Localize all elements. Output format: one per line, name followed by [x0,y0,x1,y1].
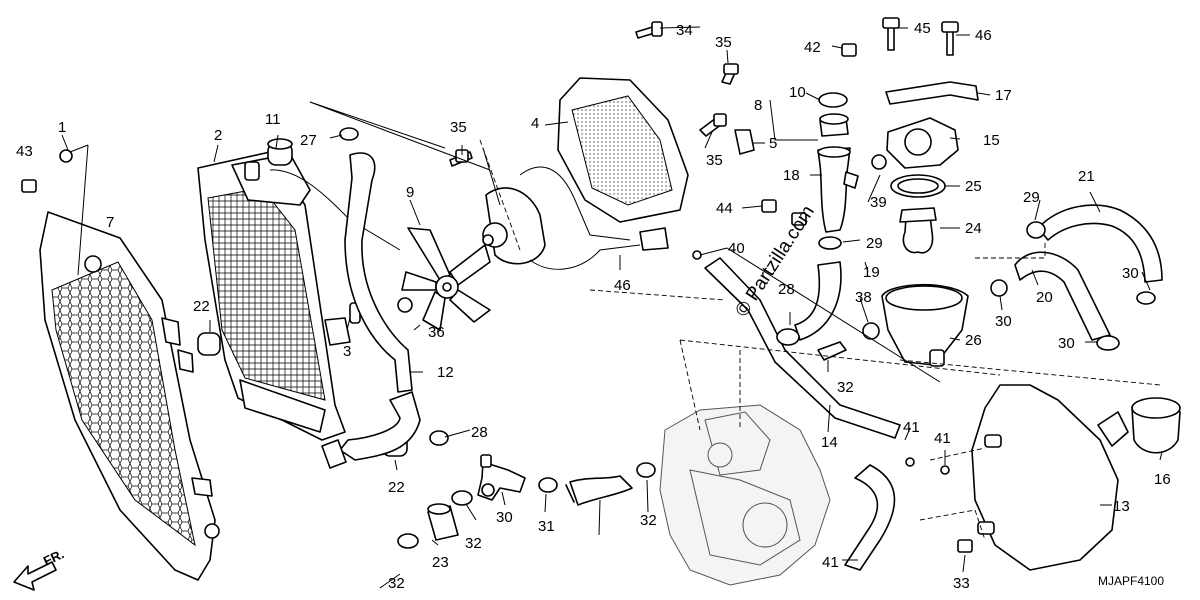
callout-30-b: 30 [1122,265,1139,282]
callout-2: 2 [214,127,222,144]
filler-neck [734,92,859,233]
callout-15: 15 [983,132,1000,149]
callout-12: 12 [437,364,454,381]
callout-35-c: 35 [706,152,723,169]
callout-6: 46 [614,277,631,294]
callout-16: 16 [1154,471,1171,488]
callout-35-b: 35 [715,34,732,51]
front-label: FR. [41,546,66,568]
callout-29-upper: 29 [866,235,883,252]
callout-32-d: 32 [388,575,405,592]
guide-lines [479,139,1161,541]
callout-20: 20 [1036,289,1053,306]
callout-41-c: 41 [934,430,951,447]
callout-11: 11 [265,111,281,128]
callout-28-upper: 27 [300,132,317,149]
callout-33: 32 [837,379,854,396]
bolts [21,17,973,553]
callout-21: 21 [1078,168,1095,185]
callout-44: 43 [16,143,33,160]
callout-41-a: 40 [728,240,745,257]
callout-30-c: 30 [995,313,1012,330]
callout-36: 35 [450,119,467,136]
callout-4: 4 [531,115,539,132]
callout-26: 25 [965,178,982,195]
engine-outline [659,404,831,586]
bypass-fittings [427,454,633,541]
fan-shroud-motor [482,77,689,270]
hose-clamps [339,127,656,549]
callout-14: 14 [821,434,838,451]
callout-32-b: 32 [640,512,657,529]
callout-46-b: 46 [975,27,992,44]
callout-8: 8 [754,97,762,114]
callout-28-lower: 28 [471,424,488,441]
callout-25: 24 [965,220,982,237]
coolant-hoses [704,204,1163,571]
callout-22-lower: 22 [388,479,405,496]
callout-5: 5 [769,135,777,152]
callout-41-b: 41 [903,419,920,436]
callout-17: 17 [995,87,1012,104]
callout-43: 42 [804,39,821,56]
callout-40: 39 [870,194,887,211]
reserve-tank [971,384,1181,571]
radiator-hose [321,152,421,469]
callout-29-lower: 28 [778,281,795,298]
callout-27: 26 [965,332,982,349]
callout-32-c: 32 [465,535,482,552]
callout-3: 3 [343,343,351,360]
radiator-shroud [39,211,220,581]
front-arrow-icon [13,561,57,591]
callout-7: 7 [106,214,114,231]
diagram-code: MJAPF4100 [1098,574,1164,588]
callout-30-d: 30 [1058,335,1075,352]
callout-31: 30 [496,509,513,526]
callout-42: 41 [822,554,839,571]
callout-45: 44 [716,200,733,217]
cooling-fan [397,227,491,331]
watermark: © Partzilla.com [732,202,819,321]
leader-lines [61,26,1163,589]
callout-23: 23 [432,554,449,571]
callout-38: 36 [428,324,445,341]
callout-46-a: 45 [914,20,931,37]
callout-34: 33 [953,575,970,592]
callout-1: 1 [58,119,66,136]
callout-19: 19 [863,264,880,281]
callout-32-a: 31 [538,518,555,535]
callout-30-a: 29 [1023,189,1040,206]
callout-10: 10 [789,84,806,101]
callout-9: 9 [406,184,414,201]
thermostat-assembly [862,81,979,367]
callout-18: 18 [783,167,800,184]
callout-22-upper: 22 [193,298,210,315]
callout-35-a: 34 [676,22,693,39]
callout-39: 38 [855,289,872,306]
callout-13: 13 [1113,498,1130,515]
